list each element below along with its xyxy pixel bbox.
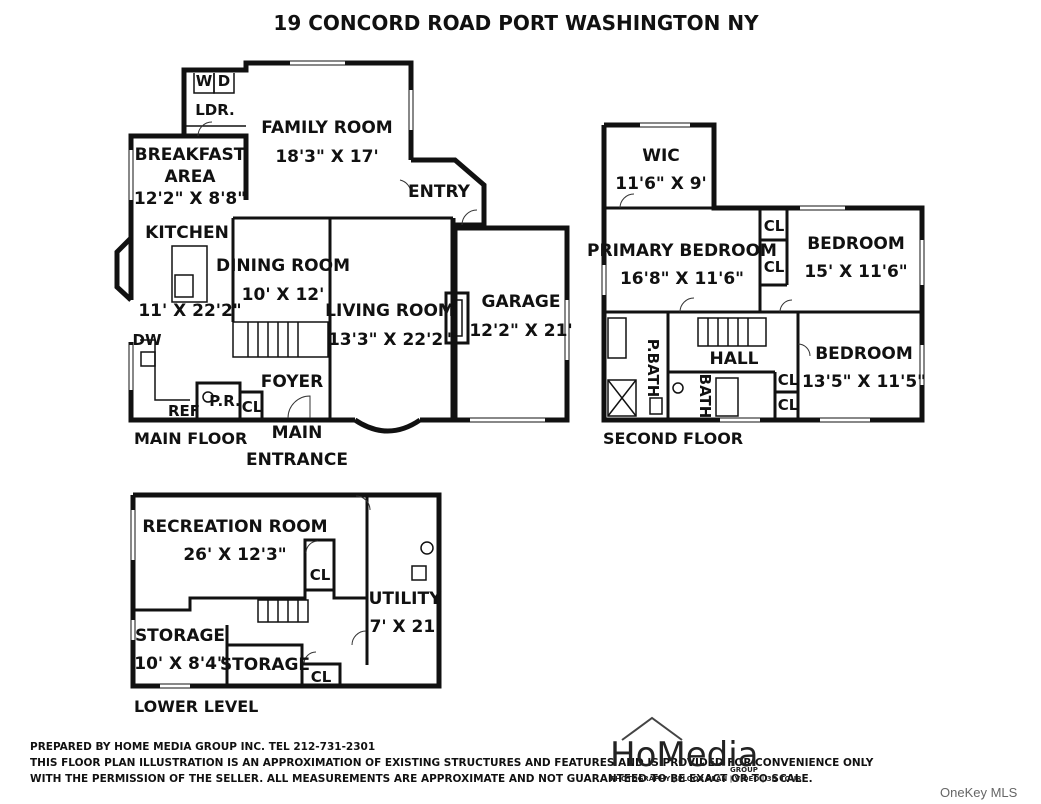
family-room-dim: 18'3" X 17' (275, 147, 378, 167)
dining-room-dim: 10' X 12' (242, 285, 325, 305)
disclaimer-line-2: WITH THE PERMISSION OF THE SELLER. ALL M… (30, 773, 813, 785)
wic-dim: 11'6" X 9' (615, 174, 707, 194)
prepared-by-text: PREPARED BY HOME MEDIA GROUP INC. TEL 21… (30, 741, 375, 753)
bedroom2-closet-a: CL (778, 371, 799, 389)
primary-bedroom-name: PRIMARY BEDROOM (587, 241, 777, 261)
hall-label: HALL (709, 349, 758, 369)
bedroom2-closet-b: CL (778, 396, 799, 414)
second-floor-label: SECOND FLOOR (603, 429, 743, 448)
wic-name: WIC (642, 146, 680, 166)
living-room-dim: 13'3" X 22'2" (328, 330, 452, 350)
kitchen-name: KITCHEN (145, 223, 229, 243)
family-room-name: FAMILY ROOM (261, 118, 392, 138)
dryer-label: D (218, 72, 230, 90)
foyer-label: FOYER (261, 372, 323, 392)
utility-name: UTILITY (369, 589, 442, 609)
bedroom2-dim: 13'5" X 11'5" (802, 372, 926, 392)
kitchen-dim: 11' X 22'2" (138, 301, 241, 321)
main-entrance-2: ENTRANCE (246, 450, 348, 470)
storage1-dim: 10' X 8'4" (134, 654, 226, 674)
main-entrance-1: MAIN (272, 423, 323, 443)
disclaimer-line-1: THIS FLOOR PLAN ILLUSTRATION IS AN APPRO… (30, 757, 874, 769)
living-room-name: LIVING ROOM (325, 301, 455, 321)
breakfast-name-1: BREAKFAST (135, 145, 246, 165)
bedroom2-name: BEDROOM (815, 344, 913, 364)
laundry-label: LDR. (195, 101, 235, 119)
bedroom1-name: BEDROOM (807, 234, 905, 254)
primary-closet-a: CL (764, 217, 785, 235)
storage1-name: STORAGE (135, 626, 225, 646)
second-floor-plan (601, 122, 925, 423)
lower-level-plan (130, 492, 442, 689)
primary-bath-label: P.BATH (644, 339, 662, 398)
garage-name: GARAGE (482, 292, 561, 312)
plan-title: 19 CONCORD ROAD PORT WASHINGTON NY (273, 11, 759, 35)
dining-room-name: DINING ROOM (216, 256, 350, 276)
primary-bedroom-dim: 16'8" X 11'6" (620, 269, 744, 289)
dishwasher-label: DW (133, 331, 162, 349)
main-floor-label: MAIN FLOOR (134, 429, 247, 448)
utility-dim: 7' X 21' (370, 617, 441, 637)
refrigerator-label: REF (168, 402, 200, 420)
bedroom1-dim: 15' X 11'6" (804, 262, 907, 282)
recreation-room-name: RECREATION ROOM (142, 517, 327, 537)
logo-tagline: PHOTOGRAPHY | FLOOR PLAN | VIDEO | 3D TO… (610, 775, 802, 784)
breakfast-name-2: AREA (164, 167, 216, 187)
recreation-closet: CL (310, 566, 331, 584)
main-closet-label: CL (242, 398, 263, 416)
lower-closet: CL (311, 668, 332, 686)
breakfast-dim: 12'2" X 8'8" (134, 189, 246, 209)
main-floor-plan (114, 60, 570, 434)
powder-room-label: P.R. (209, 392, 240, 410)
onekey-watermark: OneKey MLS (940, 785, 1018, 800)
bath-label: BATH (696, 374, 714, 419)
garage-dim: 12'2" X 21' (469, 321, 572, 341)
logo-name: HoMedia (610, 735, 758, 775)
logo-group: GROUP (730, 766, 758, 774)
storage2-name: STORAGE (220, 655, 310, 675)
entry-label: ENTRY (408, 182, 471, 202)
lower-level-label: LOWER LEVEL (134, 697, 258, 716)
homedia-logo: HoMedia GROUP PHOTOGRAPHY | FLOOR PLAN |… (610, 716, 802, 784)
washer-label: W (196, 72, 213, 90)
recreation-room-dim: 26' X 12'3" (183, 545, 286, 565)
primary-closet-b: CL (764, 258, 785, 276)
